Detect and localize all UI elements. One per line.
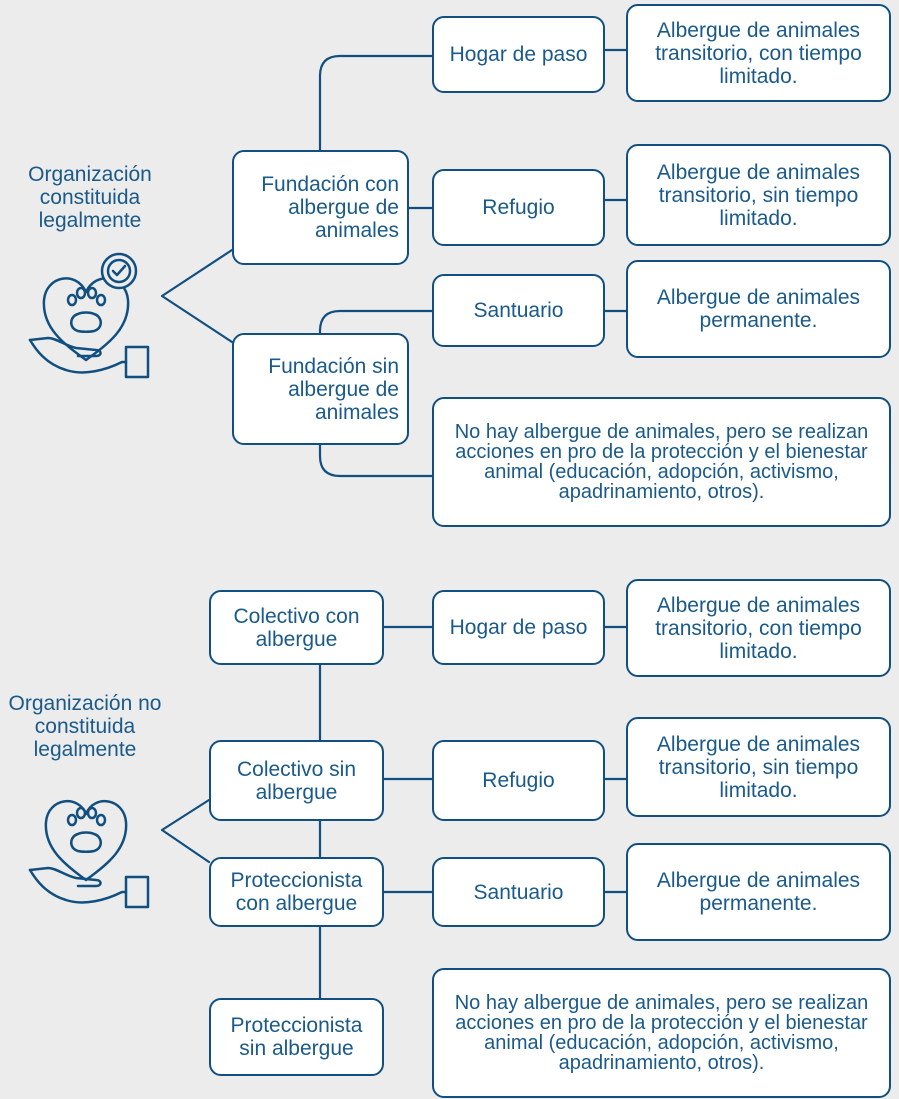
santuario-description-2: Albergue de animales permanente. <box>626 843 891 941</box>
root-label-legal: Organización constituida legalmente <box>28 163 152 232</box>
hogar-de-paso-box: Hogar de paso <box>432 16 605 93</box>
root-label-no-legal: Organización no constituida legalmente <box>8 692 162 761</box>
colectivo-sin-albergue-box: Colectivo sin albergue <box>209 740 384 821</box>
hogar-de-paso-box-2: Hogar de paso <box>432 590 605 665</box>
hogar-de-paso-description: Albergue de animales transitorio, con ti… <box>626 4 891 102</box>
proteccionista-con-albergue-box: Proteccionista con albergue <box>209 857 384 927</box>
acciones-description-2: No hay albergue de animales, pero se rea… <box>432 968 891 1098</box>
hand-heart-paw-check-icon <box>28 252 150 379</box>
acciones-description: No hay albergue de animales, pero se rea… <box>432 397 891 527</box>
refugio-box: Refugio <box>432 169 605 246</box>
fundacion-sin-albergue-box: Fundación sin albergue de animales <box>232 333 409 445</box>
colectivo-con-albergue-box: Colectivo con albergue <box>209 590 384 665</box>
refugio-description: Albergue de animales transitorio, sin ti… <box>626 144 891 246</box>
refugio-description-2: Albergue de animales transitorio, sin ti… <box>626 717 891 817</box>
proteccionista-sin-albergue-box: Proteccionista sin albergue <box>209 998 384 1076</box>
fundacion-con-albergue-box: Fundación con albergue de animales <box>232 150 409 265</box>
santuario-box-2: Santuario <box>432 857 605 927</box>
hogar-de-paso-description-2: Albergue de animales transitorio, con ti… <box>626 579 891 677</box>
santuario-description: Albergue de animales permanente. <box>626 260 891 358</box>
hand-heart-paw-icon <box>28 799 150 909</box>
refugio-box-2: Refugio <box>432 740 605 821</box>
santuario-box: Santuario <box>432 274 605 347</box>
